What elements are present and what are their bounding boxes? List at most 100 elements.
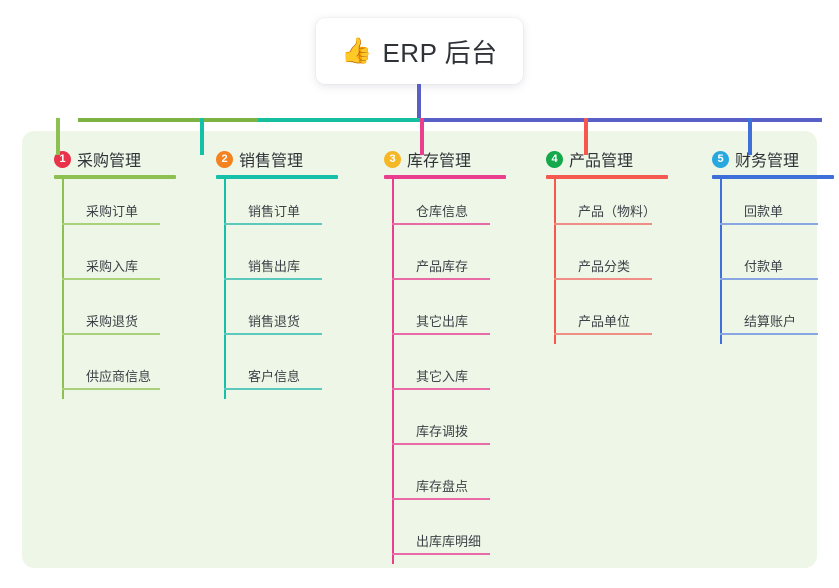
drop-connector-5 bbox=[748, 118, 752, 155]
bus-segment-1 bbox=[78, 118, 258, 122]
column-spine bbox=[224, 179, 226, 399]
leaf-item-label: 销售退货 bbox=[248, 314, 301, 329]
leaf-item[interactable]: 销售订单 bbox=[224, 179, 350, 234]
leaf-item-label: 供应商信息 bbox=[86, 369, 152, 384]
leaf-item[interactable]: 采购订单 bbox=[62, 179, 188, 234]
leaf-item-label: 其它入库 bbox=[416, 369, 469, 384]
leaf-item-label: 出库库明细 bbox=[416, 534, 482, 549]
column-title: 销售管理 bbox=[239, 153, 304, 170]
leaf-item-underline bbox=[392, 223, 490, 225]
root-node-title: ERP 后台 bbox=[382, 37, 498, 68]
leaf-item-underline bbox=[392, 388, 490, 390]
column-underline bbox=[546, 175, 668, 179]
leaf-item-underline bbox=[62, 278, 160, 280]
column-header[interactable]: 2 销售管理 bbox=[200, 143, 350, 175]
column-spine bbox=[62, 179, 64, 399]
leaf-item[interactable]: 产品（物料） bbox=[554, 179, 680, 234]
leaf-item-label: 库存调拨 bbox=[416, 424, 469, 439]
column-title: 财务管理 bbox=[735, 153, 800, 170]
leaf-item-label: 回款单 bbox=[744, 204, 784, 219]
column-number-badge: 3 bbox=[384, 150, 401, 168]
leaf-item[interactable]: 其它入库 bbox=[392, 344, 518, 399]
leaf-item-underline bbox=[392, 443, 490, 445]
leaf-item-underline bbox=[392, 498, 490, 500]
leaf-item-label: 产品库存 bbox=[416, 259, 469, 274]
column-underline bbox=[54, 175, 176, 179]
column-items: 销售订单销售出库销售退货客户信息 bbox=[224, 179, 350, 399]
leaf-item-label: 采购入库 bbox=[86, 259, 139, 274]
leaf-item[interactable]: 产品分类 bbox=[554, 234, 680, 289]
leaf-item-underline bbox=[62, 333, 160, 335]
leaf-item-underline bbox=[392, 278, 490, 280]
leaf-item[interactable]: 销售出库 bbox=[224, 234, 350, 289]
leaf-item[interactable]: 采购入库 bbox=[62, 234, 188, 289]
leaf-item-label: 产品（物料） bbox=[578, 204, 657, 219]
column-items: 采购订单采购入库采购退货供应商信息 bbox=[62, 179, 188, 399]
column-items: 仓库信息产品库存其它出库其它入库库存调拨库存盘点出库库明细 bbox=[392, 179, 518, 564]
leaf-item[interactable]: 产品单位 bbox=[554, 289, 680, 344]
drop-connector-1 bbox=[56, 118, 60, 155]
leaf-item-underline bbox=[224, 278, 322, 280]
leaf-item-label: 产品分类 bbox=[578, 259, 631, 274]
leaf-item-label: 其它出库 bbox=[416, 314, 469, 329]
branches-panel bbox=[22, 131, 817, 568]
drop-connector-2 bbox=[200, 118, 204, 155]
column-spine bbox=[392, 179, 394, 564]
leaf-item[interactable]: 库存盘点 bbox=[392, 454, 518, 509]
leaf-item-label: 产品单位 bbox=[578, 314, 631, 329]
leaf-item[interactable]: 供应商信息 bbox=[62, 344, 188, 399]
leaf-item-label: 销售出库 bbox=[248, 259, 301, 274]
leaf-item-label: 销售订单 bbox=[248, 204, 301, 219]
leaf-item-underline bbox=[224, 333, 322, 335]
leaf-item-underline bbox=[554, 278, 652, 280]
column-spine bbox=[554, 179, 556, 344]
bus-segment-2 bbox=[258, 118, 422, 122]
column-number-badge: 5 bbox=[712, 150, 729, 168]
drop-connector-3 bbox=[420, 118, 424, 155]
leaf-item[interactable]: 产品库存 bbox=[392, 234, 518, 289]
leaf-item[interactable]: 付款单 bbox=[720, 234, 839, 289]
leaf-item-label: 结算账户 bbox=[744, 314, 797, 329]
column-spine bbox=[720, 179, 722, 344]
leaf-item[interactable]: 客户信息 bbox=[224, 344, 350, 399]
thumbs-up-icon: 👍 bbox=[341, 36, 373, 65]
leaf-item[interactable]: 回款单 bbox=[720, 179, 839, 234]
leaf-item-underline bbox=[224, 223, 322, 225]
leaf-item-label: 采购退货 bbox=[86, 314, 139, 329]
leaf-item[interactable]: 仓库信息 bbox=[392, 179, 518, 234]
leaf-item-label: 客户信息 bbox=[248, 369, 301, 384]
leaf-item[interactable]: 采购退货 bbox=[62, 289, 188, 344]
leaf-item[interactable]: 销售退货 bbox=[224, 289, 350, 344]
column-number-badge: 2 bbox=[216, 150, 233, 168]
bus-segment-3 bbox=[422, 118, 822, 122]
leaf-item[interactable]: 结算账户 bbox=[720, 289, 839, 344]
column-underline bbox=[384, 175, 506, 179]
leaf-item-underline bbox=[62, 388, 160, 390]
leaf-item[interactable]: 出库库明细 bbox=[392, 509, 518, 564]
column-items: 产品（物料） 产品分类产品单位 bbox=[554, 179, 680, 344]
leaf-item-underline bbox=[392, 333, 490, 335]
leaf-item-underline bbox=[392, 553, 490, 555]
branch-column-销售管理[interactable]: 2 销售管理销售订单销售出库销售退货客户信息 bbox=[200, 143, 350, 399]
column-items: 回款单付款单结算账户 bbox=[720, 179, 839, 344]
leaf-item-label: 采购订单 bbox=[86, 204, 139, 219]
column-title: 采购管理 bbox=[77, 153, 142, 170]
leaf-item-underline bbox=[224, 388, 322, 390]
column-header[interactable]: 5 财务管理 bbox=[696, 143, 839, 175]
branch-column-财务管理[interactable]: 5 财务管理回款单付款单结算账户 bbox=[696, 143, 839, 344]
leaf-item-underline bbox=[720, 333, 818, 335]
leaf-item[interactable]: 其它出库 bbox=[392, 289, 518, 344]
column-number-badge: 4 bbox=[546, 150, 563, 168]
branch-bus-connector bbox=[78, 118, 822, 122]
root-node-card[interactable]: 👍 ERP 后台 bbox=[316, 18, 523, 84]
drop-connector-4 bbox=[584, 118, 588, 155]
leaf-item[interactable]: 库存调拨 bbox=[392, 399, 518, 454]
leaf-item-label: 库存盘点 bbox=[416, 479, 469, 494]
